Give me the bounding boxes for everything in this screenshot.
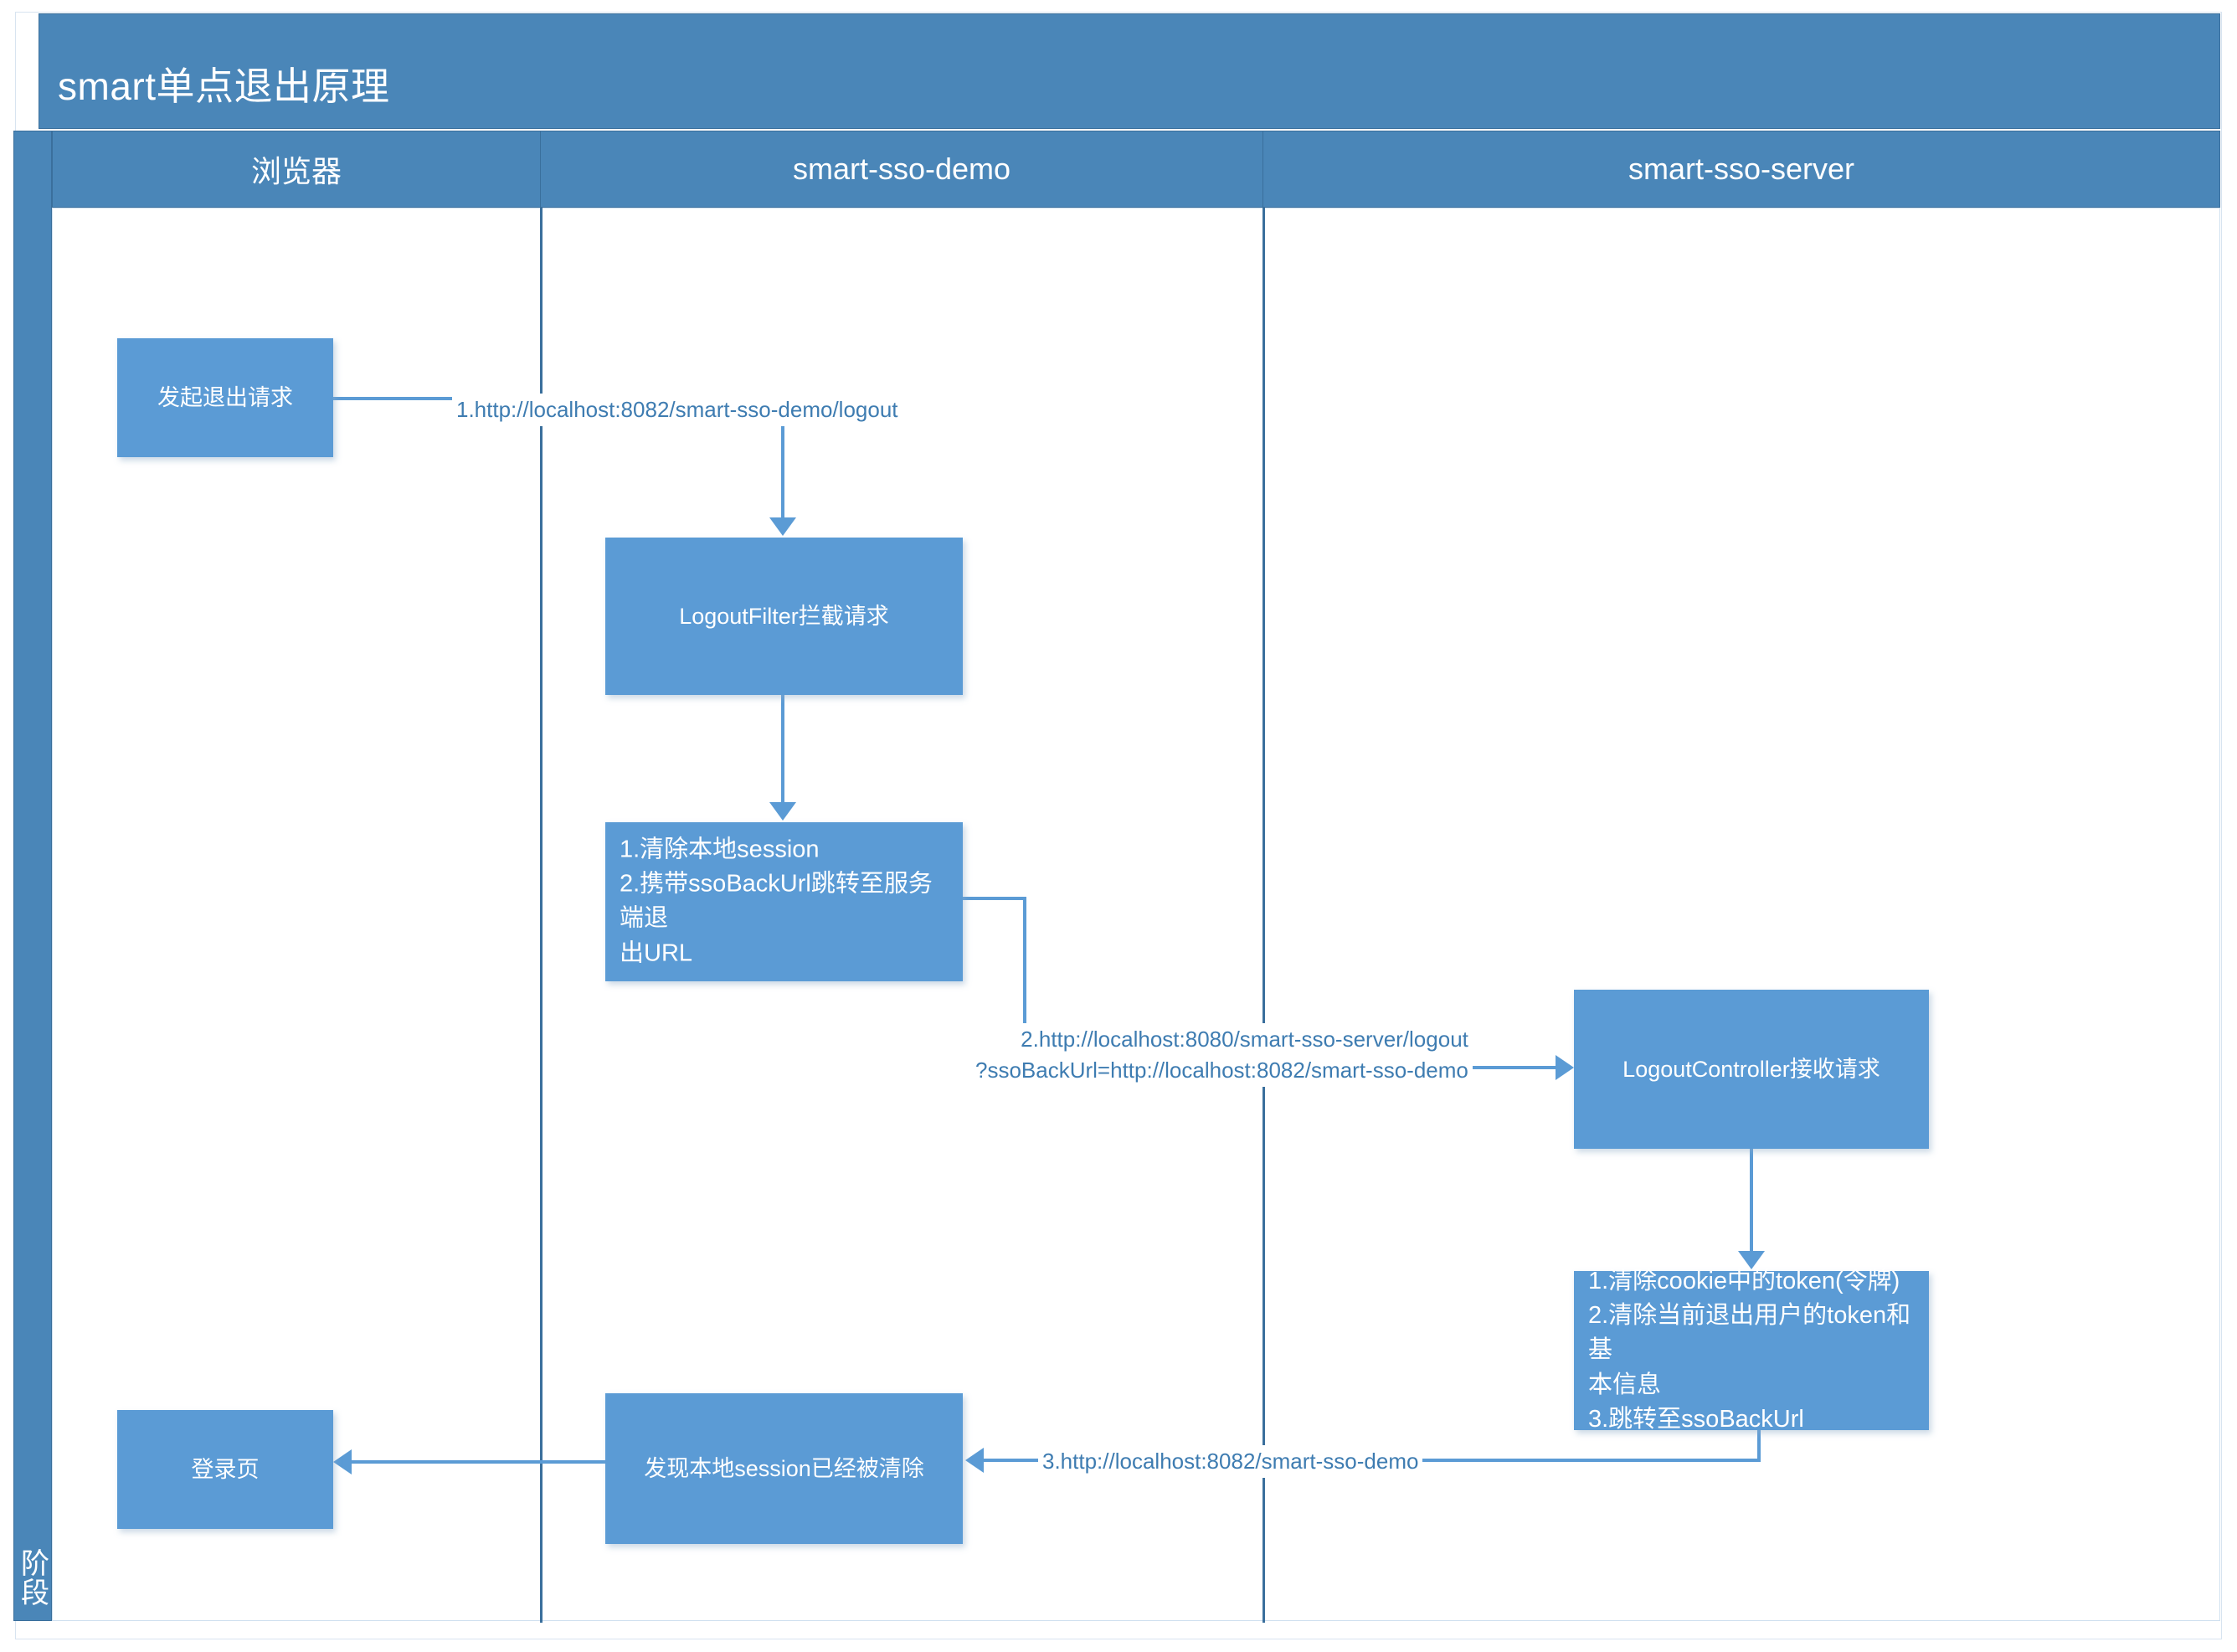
lane-separator-2 — [1262, 208, 1265, 1623]
page-title: smart单点退出原理 — [58, 64, 390, 108]
node-label: 1.清除cookie中的token(令牌) 2.清除当前退出用户的token和基… — [1588, 1268, 1911, 1433]
connector-4-arrowhead — [1738, 1251, 1765, 1269]
lane-header-label: 浏览器 — [250, 154, 342, 188]
connector-3-segment-h1 — [963, 897, 1026, 900]
connector-5-arrowhead — [965, 1448, 984, 1473]
node-start-logout-request[interactable]: 发起退出请求 — [117, 338, 333, 457]
phase-label: 阶段 — [16, 1548, 49, 1607]
node-label: LogoutFilter拦截请求 — [679, 603, 889, 629]
connector-3-arrowhead — [1556, 1055, 1574, 1080]
diagram-title-band: smart单点退出原理 — [39, 13, 2220, 129]
node-label: 1.清除本地session 2.携带ssoBackUrl跳转至服务端退 出URL — [620, 836, 933, 967]
node-session-cleared-detected[interactable]: 发现本地session已经被清除 — [605, 1393, 963, 1544]
node-logout-filter[interactable]: LogoutFilter拦截请求 — [605, 538, 963, 695]
connector-1-arrowhead — [769, 517, 796, 536]
node-clear-local-session[interactable]: 1.清除本地session 2.携带ssoBackUrl跳转至服务端退 出URL — [605, 822, 963, 981]
connector-1-segment-v — [781, 397, 784, 519]
connector-2-arrowhead — [769, 802, 796, 821]
connector-2-segment-v — [781, 695, 784, 804]
lane-separator-1 — [540, 208, 543, 1623]
connector-5-segment-v — [1757, 1430, 1761, 1462]
connector-1-label: 1.http://localhost:8082/smart-sso-demo/l… — [452, 394, 903, 426]
node-logout-controller[interactable]: LogoutController接收请求 — [1574, 990, 1929, 1149]
node-label: 发现本地session已经被清除 — [644, 1455, 924, 1481]
connector-6-arrowhead — [333, 1449, 352, 1474]
lane-header-label: smart-sso-server — [1628, 152, 1855, 186]
connector-5-label: 3.http://localhost:8082/smart-sso-demo — [1038, 1445, 1423, 1478]
node-label: 发起退出请求 — [157, 384, 293, 410]
lane-header-smart-sso-demo: smart-sso-demo — [540, 131, 1263, 208]
node-label: 登录页 — [191, 1456, 260, 1482]
node-login-page[interactable]: 登录页 — [117, 1410, 333, 1529]
node-server-clear-token[interactable]: 1.清除cookie中的token(令牌) 2.清除当前退出用户的token和基… — [1574, 1268, 1929, 1433]
connector-3-label: 2.http://localhost:8080/smart-sso-server… — [971, 1023, 1473, 1087]
connector-3-segment-v — [1023, 897, 1026, 1068]
lane-header-browser: 浏览器 — [52, 131, 541, 208]
node-label: LogoutController接收请求 — [1622, 1056, 1880, 1082]
phase-strip: 阶段 — [13, 131, 52, 1621]
connector-6-segment-h — [352, 1460, 607, 1464]
lane-header-label: smart-sso-demo — [792, 152, 1011, 186]
connector-4-segment-v — [1750, 1149, 1753, 1253]
lane-header-smart-sso-server: smart-sso-server — [1262, 131, 2220, 208]
